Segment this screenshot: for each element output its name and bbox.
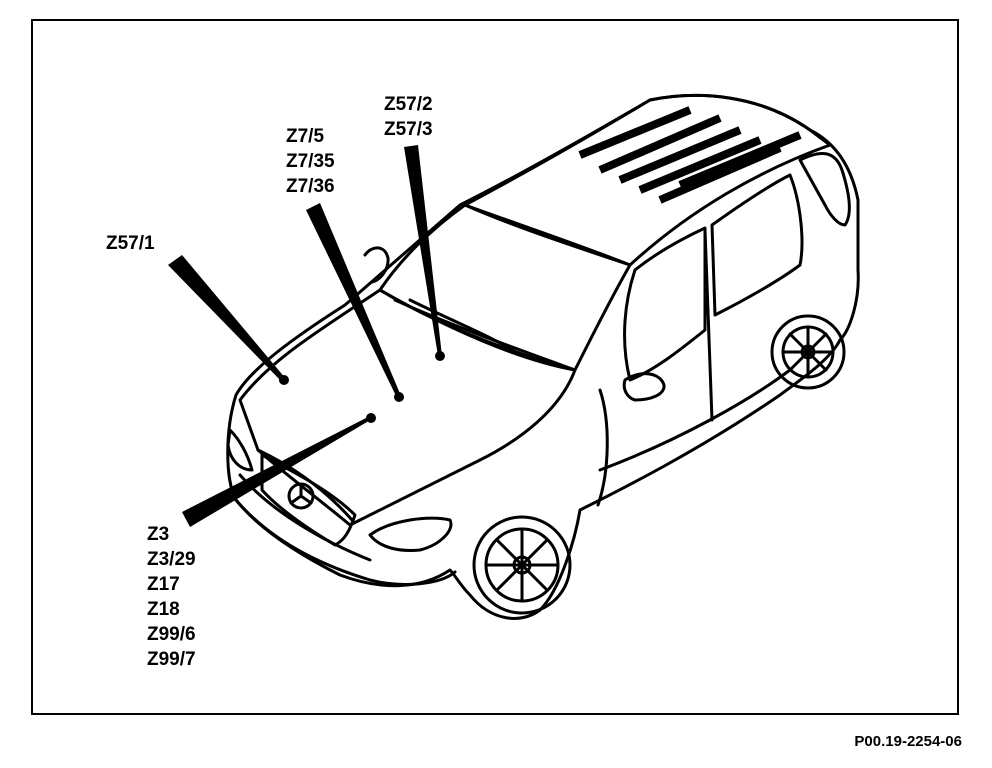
callout-z3: Z3 — [147, 524, 170, 545]
rear-wheel — [770, 314, 846, 390]
roof-outline — [463, 93, 832, 267]
callout-z3-29: Z3/29 — [147, 549, 196, 570]
callout-z7-36: Z7/36 — [286, 176, 335, 197]
diagram-frame — [31, 19, 959, 715]
rear-side-window — [710, 173, 804, 317]
callout-z57-3: Z57/3 — [384, 119, 433, 140]
leader-z7 — [306, 203, 401, 398]
callout-z57-1: Z57/1 — [106, 233, 155, 254]
callout-group-z3: Z3 Z3/29 Z17 Z18 Z99/6 Z99/7 — [147, 522, 196, 672]
rear-quarter-window — [798, 151, 851, 227]
leader-z57-1 — [168, 255, 286, 382]
front-wheel — [472, 515, 572, 615]
car-body-outline — [226, 93, 860, 620]
leader-z3 — [182, 416, 372, 527]
headlight-left — [226, 428, 254, 472]
leader-lines — [168, 145, 442, 527]
callout-z7-5: Z7/5 — [286, 126, 325, 147]
callout-z17: Z17 — [147, 574, 180, 595]
callout-z99-7: Z99/7 — [147, 649, 196, 670]
hood-outline — [238, 288, 577, 527]
callout-group-z57-23: Z57/2 Z57/3 — [384, 92, 433, 142]
callout-z18: Z18 — [147, 599, 180, 620]
leader-z57-23 — [404, 145, 442, 356]
front-side-window — [623, 226, 707, 382]
callout-z57-2: Z57/2 — [384, 94, 433, 115]
roof-rails — [578, 106, 802, 204]
figure-reference: P00.19-2254-06 — [854, 733, 962, 750]
callout-group-z7: Z7/5 Z7/35 Z7/36 — [286, 124, 335, 199]
headlight-right — [368, 516, 453, 552]
callout-z99-6: Z99/6 — [147, 624, 196, 645]
side-mirror — [622, 372, 666, 402]
callout-z7-35: Z7/35 — [286, 151, 335, 172]
grille — [260, 453, 357, 547]
